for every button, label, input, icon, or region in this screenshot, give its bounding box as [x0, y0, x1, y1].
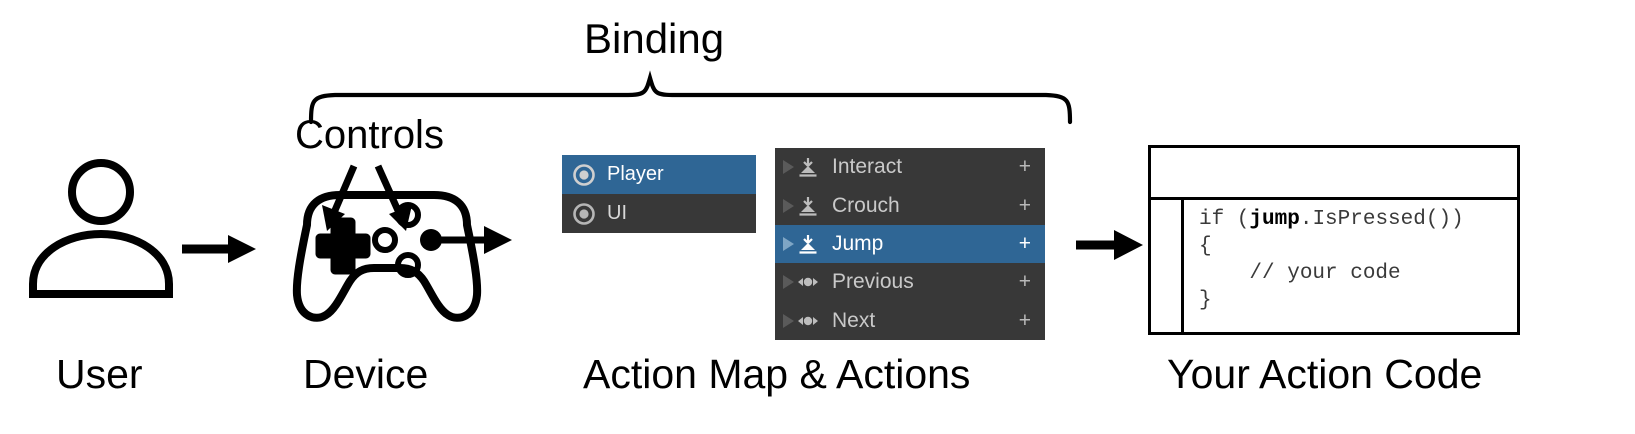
- action-row-next[interactable]: Next +: [775, 302, 1045, 340]
- add-binding-button[interactable]: +: [1018, 270, 1031, 294]
- controls-label: Controls: [295, 113, 444, 157]
- action-label: Crouch: [832, 193, 900, 217]
- action-map-label: UI: [607, 202, 627, 224]
- add-binding-button[interactable]: +: [1018, 155, 1031, 179]
- action-row-previous[interactable]: Previous +: [775, 263, 1045, 301]
- code-window-gutter: [1181, 200, 1184, 332]
- code-window-titlebar: [1151, 148, 1517, 200]
- button-action-icon: [799, 196, 817, 216]
- action-row-interact[interactable]: Interact +: [775, 148, 1045, 186]
- dpad-icon: [315, 217, 371, 275]
- expand-arrow-icon[interactable]: [783, 313, 794, 328]
- action-map-row-ui[interactable]: UI: [562, 194, 756, 233]
- code-line-1-variable: jump: [1249, 208, 1300, 231]
- actions-panel[interactable]: Interact + Crouch + Jump +: [775, 148, 1045, 340]
- code-line-4: }: [1199, 289, 1212, 312]
- expand-arrow-icon[interactable]: [783, 160, 794, 175]
- add-binding-button[interactable]: +: [1018, 231, 1031, 255]
- code-line-2: {: [1199, 235, 1212, 258]
- add-binding-button[interactable]: +: [1018, 308, 1031, 332]
- action-row-crouch[interactable]: Crouch +: [775, 186, 1045, 224]
- add-binding-button[interactable]: +: [1018, 193, 1031, 217]
- code-line-1-prefix: if (: [1199, 208, 1250, 231]
- axis-action-icon: [798, 278, 818, 287]
- gamepad-icon: [292, 191, 482, 322]
- stage-label-code: Your Action Code: [1167, 351, 1483, 397]
- stage-label-user: User: [56, 351, 143, 397]
- arrow-user-to-device-icon: [182, 235, 256, 263]
- action-row-jump[interactable]: Jump +: [775, 224, 1045, 264]
- action-label: Jump: [832, 231, 884, 255]
- stage-label-action-map: Action Map & Actions: [583, 351, 971, 397]
- action-label: Previous: [832, 270, 914, 294]
- arrow-actionmap-to-code-icon: [1076, 230, 1143, 260]
- user-icon: [29, 159, 173, 298]
- binding-brace-icon: [308, 70, 1073, 125]
- arrow-device-to-actionmap-icon: [440, 226, 512, 254]
- action-map-label: Player: [607, 163, 664, 185]
- code-body: if (jump.IsPressed()) { // your code }: [1199, 206, 1511, 314]
- code-line-1-suffix: .IsPressed()): [1299, 208, 1464, 231]
- button-action-icon: [799, 158, 817, 177]
- binding-label: Binding: [584, 15, 725, 62]
- code-line-3: // your code: [1199, 262, 1401, 285]
- action-map-row-player[interactable]: Player: [562, 155, 756, 194]
- stage-label-device: Device: [303, 351, 429, 397]
- button-action-icon: [799, 234, 817, 254]
- code-window: if (jump.IsPressed()) { // your code }: [1148, 145, 1520, 335]
- action-label: Next: [832, 308, 876, 332]
- action-map-icon: [573, 202, 595, 225]
- action-maps-panel[interactable]: Player UI: [562, 155, 756, 233]
- axis-action-icon: [798, 316, 818, 325]
- expand-arrow-icon[interactable]: [783, 236, 794, 251]
- expand-arrow-icon[interactable]: [783, 198, 794, 213]
- action-label: Interact: [832, 155, 903, 179]
- action-map-icon: [573, 163, 595, 186]
- expand-arrow-icon[interactable]: [783, 275, 794, 290]
